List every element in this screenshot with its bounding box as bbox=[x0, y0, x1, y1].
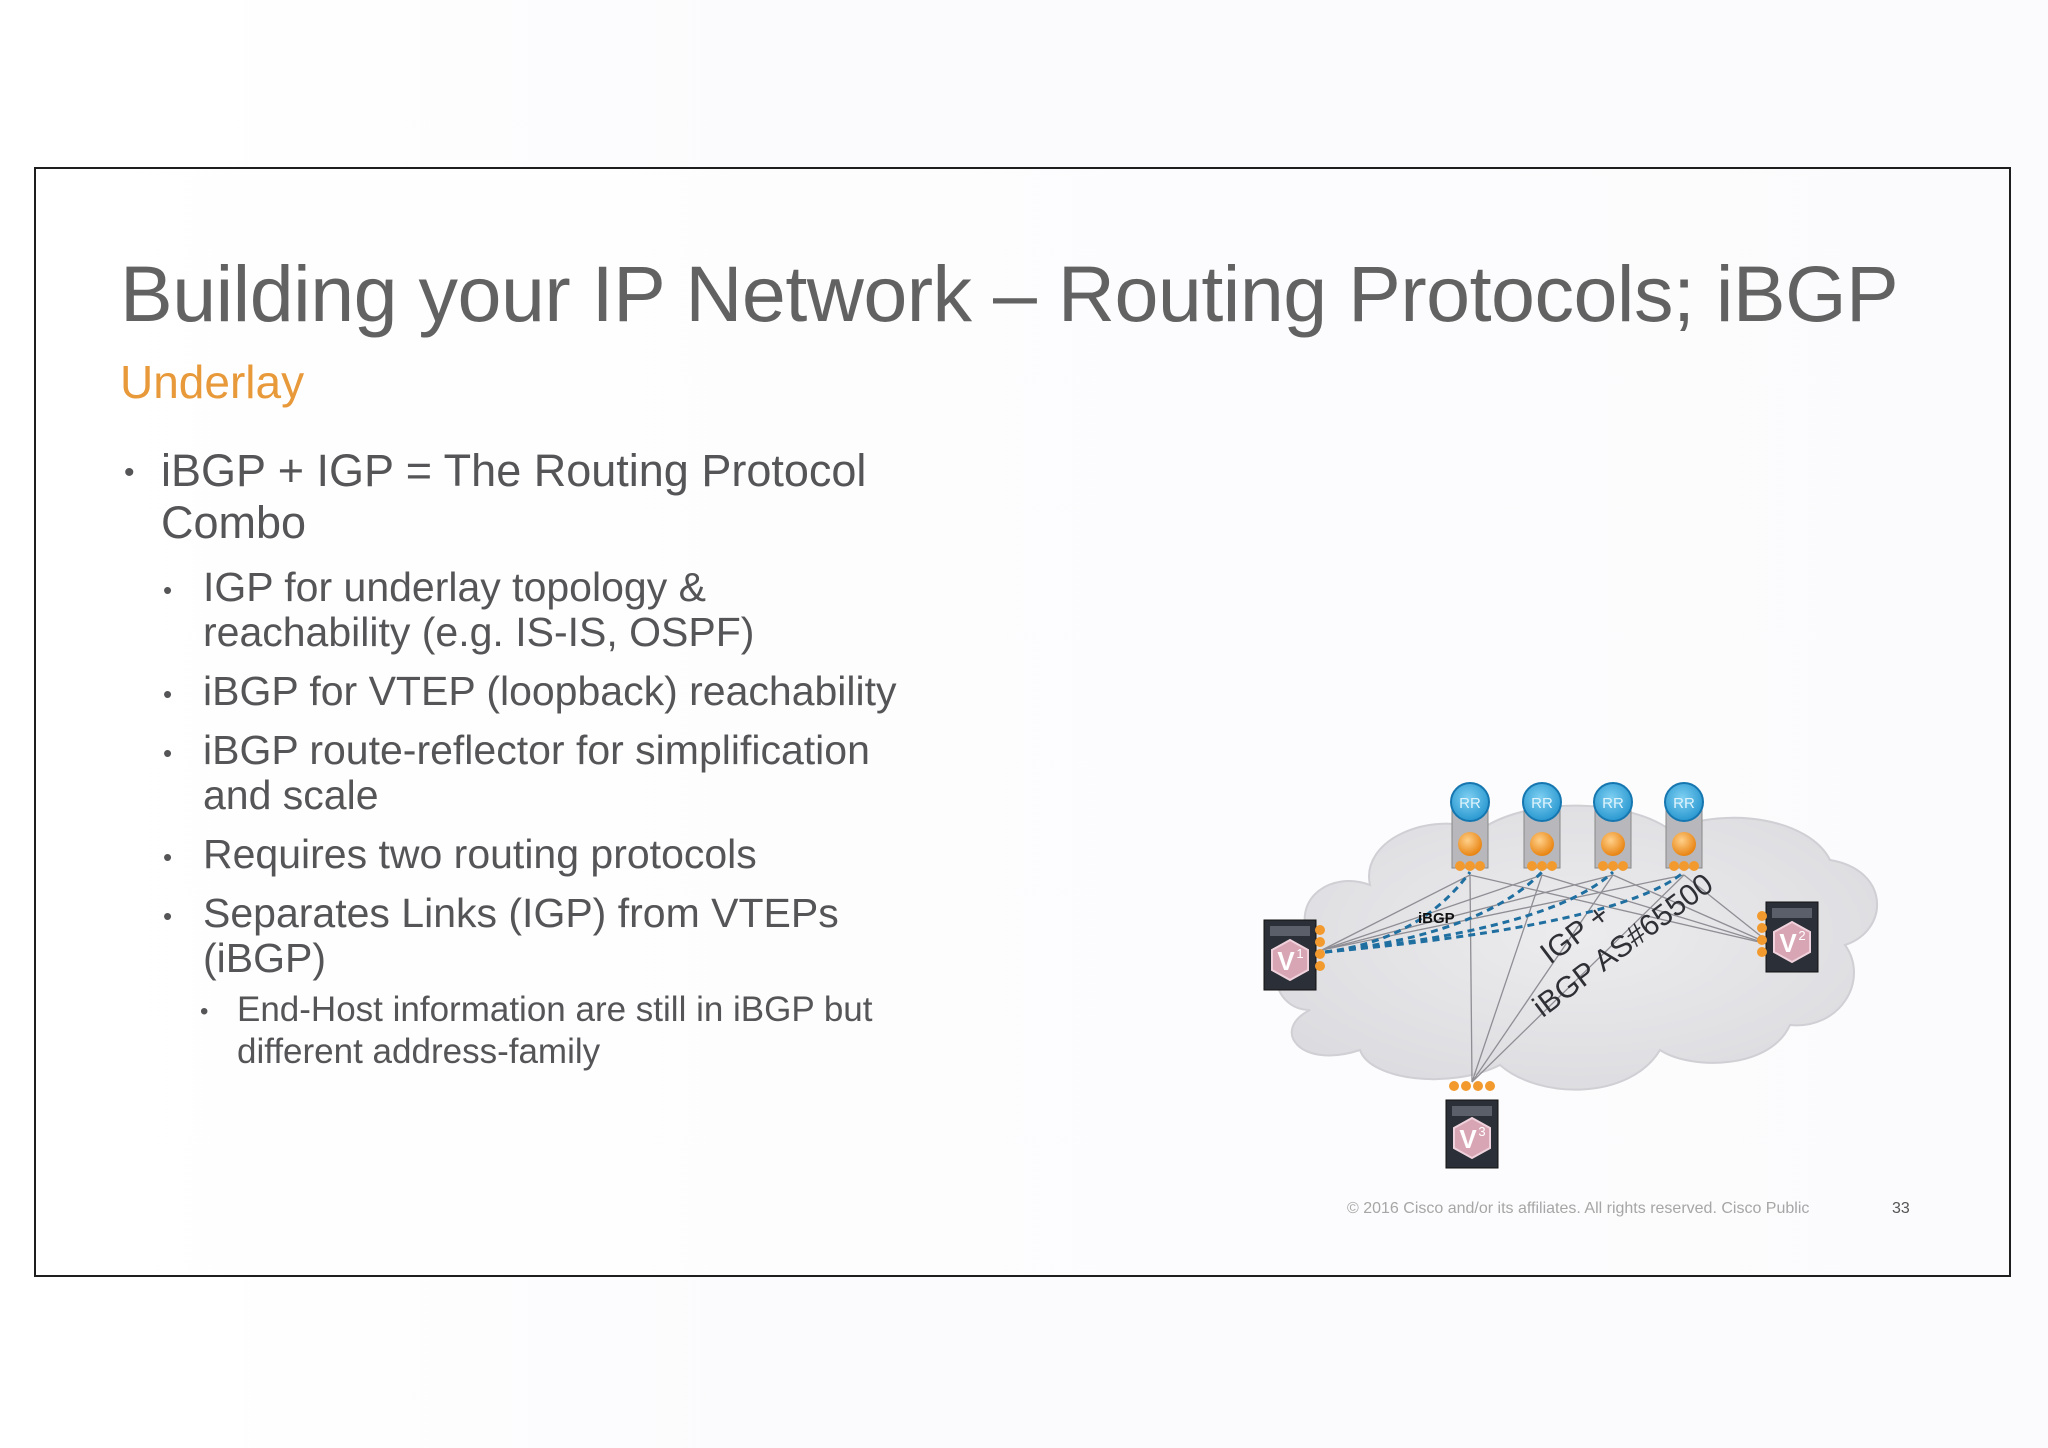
bullet-routing-combo: • iBGP + IGP = The Routing Protocol Comb… bbox=[124, 445, 867, 548]
slide-frame bbox=[34, 167, 2011, 1277]
igp-links bbox=[1321, 874, 1773, 1083]
bullet-dot: • bbox=[163, 738, 173, 768]
bullet-dot: • bbox=[163, 901, 173, 931]
page-number: 33 bbox=[1892, 1200, 1910, 1217]
bullet-dot: • bbox=[200, 998, 209, 1025]
slide-title: Building your IP Network – Routing Proto… bbox=[120, 249, 1899, 338]
svg-text:RR: RR bbox=[1602, 795, 1624, 812]
svg-text:2: 2 bbox=[1798, 928, 1805, 943]
bullet-two-protocols: • Requires two routing protocols bbox=[163, 832, 757, 877]
bullet-dot: • bbox=[163, 842, 173, 872]
bullet-ibgp-vtep: • iBGP for VTEP (loopback) reachability bbox=[163, 669, 897, 714]
bullet-end-host: • End-Host information are still in iBGP… bbox=[200, 990, 873, 1071]
vtep-3: V 3 bbox=[1445, 1081, 1499, 1169]
vtep-1: V 1 bbox=[1263, 919, 1325, 991]
svg-text:3: 3 bbox=[1478, 1124, 1485, 1139]
cloud-shape bbox=[1275, 804, 1879, 1091]
copyright-footer: © 2016 Cisco and/or its affiliates. All … bbox=[1347, 1200, 1810, 1217]
bullet-igp-underlay: • IGP for underlay topology & reachabili… bbox=[163, 564, 755, 655]
bullet-dot: • bbox=[124, 456, 135, 489]
bullet-dot: • bbox=[163, 679, 173, 709]
svg-text:RR: RR bbox=[1459, 795, 1481, 812]
bullet-separates-links: • Separates Links (IGP) from VTEPs (iBGP… bbox=[163, 890, 839, 981]
vtep-2: V 2 bbox=[1757, 901, 1819, 973]
svg-text:V: V bbox=[1277, 946, 1295, 976]
ibgp-label: iBGP bbox=[1418, 910, 1455, 927]
svg-text:RR: RR bbox=[1673, 795, 1695, 812]
svg-text:V: V bbox=[1779, 928, 1797, 958]
ibgp-sessions bbox=[1324, 870, 1685, 954]
route-reflector-1: RR bbox=[1450, 782, 1490, 871]
route-reflector-4: RR bbox=[1664, 782, 1704, 871]
route-reflector-2: RR bbox=[1522, 782, 1562, 871]
bullet-dot: • bbox=[163, 575, 173, 605]
route-reflector-3: RR bbox=[1593, 782, 1633, 871]
svg-text:V: V bbox=[1459, 1124, 1477, 1154]
slide-subtitle: Underlay bbox=[120, 356, 305, 408]
svg-text:1: 1 bbox=[1296, 946, 1303, 961]
bullet-route-reflector: • iBGP route-reflector for simplificatio… bbox=[163, 727, 870, 818]
network-diagram: RR RR RR RR V 1 V 2 bbox=[1263, 782, 1879, 1169]
svg-text:RR: RR bbox=[1531, 795, 1553, 812]
